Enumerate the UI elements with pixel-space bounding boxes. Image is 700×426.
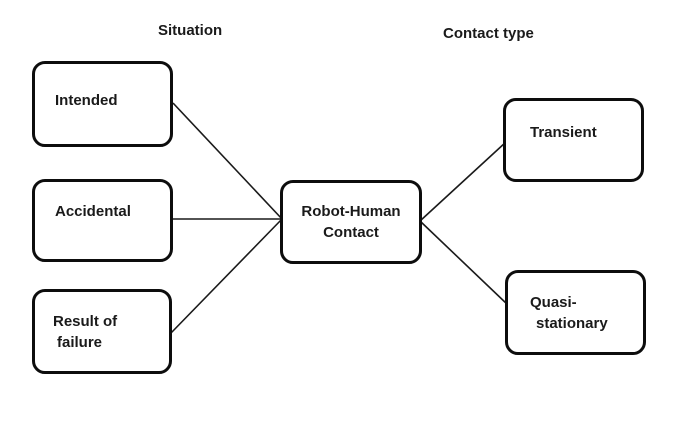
node-result-of-failure-label-line1: Result of (53, 312, 118, 330)
node-accidental: Accidental (32, 179, 173, 262)
column-heading-situation: Situation (158, 22, 223, 39)
node-transient: Transient (503, 98, 644, 182)
node-robot-human-contact: Robot-Human Contact (280, 180, 422, 264)
edge-center-to-transient (419, 141, 507, 222)
edge-result-of-failure-to-center (170, 218, 283, 334)
column-heading-contact-type: Contact type (443, 25, 534, 42)
edge-center-to-quasi-stationary (419, 220, 509, 306)
node-transient-label: Transient (530, 123, 597, 141)
node-quasi-stationary-label-line2: stationary (536, 314, 608, 332)
node-intended-label: Intended (55, 91, 118, 109)
node-intended: Intended (32, 61, 173, 147)
node-quasi-stationary: Quasi- stationary (505, 270, 646, 355)
node-robot-human-contact-label-line1: Robot-Human (301, 203, 401, 220)
node-robot-human-contact-label-line2: Contact (323, 224, 379, 241)
node-quasi-stationary-label-line1: Quasi- (530, 293, 577, 311)
edge-intended-to-center (172, 102, 283, 220)
node-result-of-failure: Result of failure (32, 289, 172, 374)
node-accidental-label: Accidental (55, 203, 131, 220)
node-result-of-failure-label-line2: failure (57, 333, 103, 351)
